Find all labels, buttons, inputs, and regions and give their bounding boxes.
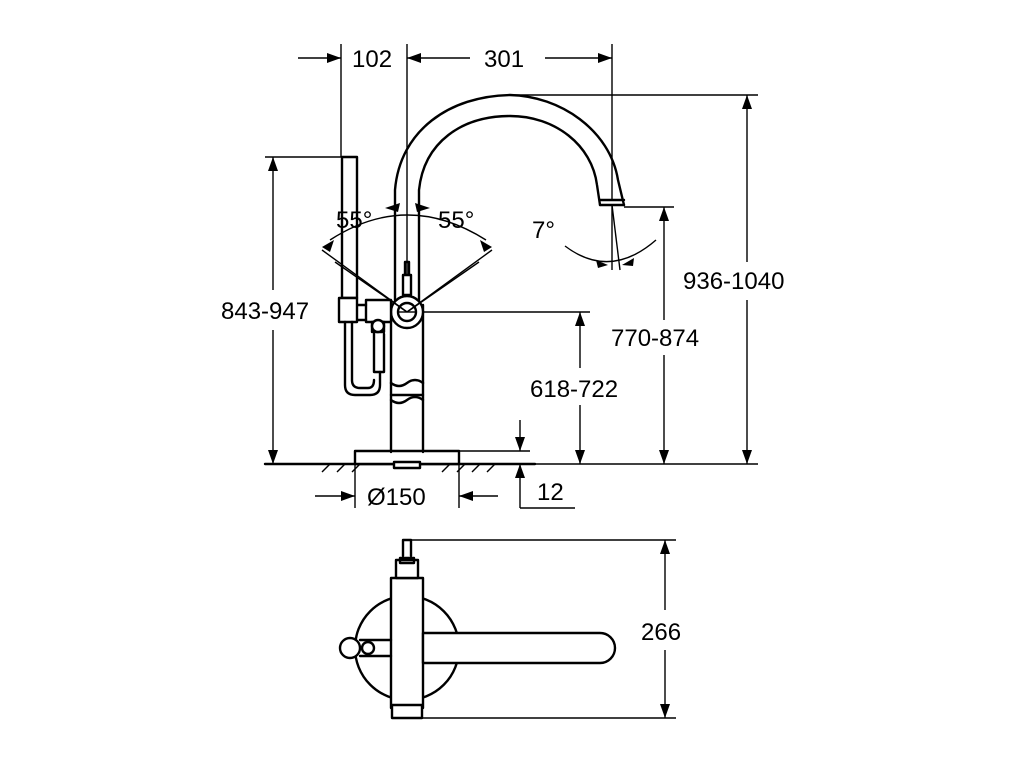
arrow-12-top xyxy=(515,437,525,451)
label-7: 7° xyxy=(532,217,555,244)
rotation-arrow-right-head xyxy=(480,240,492,252)
arrow-936-top xyxy=(742,95,752,109)
label-55-right: 55° xyxy=(438,207,474,234)
arrow-618-top xyxy=(575,312,585,326)
hose-connection xyxy=(351,298,393,374)
plan-knob xyxy=(338,636,362,660)
plan-holder xyxy=(358,638,393,658)
label-102: 102 xyxy=(352,46,392,73)
arrow-150-right xyxy=(459,491,473,501)
arrow-618-bottom xyxy=(575,450,585,464)
rotation-arrow-left-head xyxy=(322,240,334,252)
plan-top-nut xyxy=(398,556,416,565)
label-618-722: 618-722 xyxy=(530,376,618,403)
plan-bottom-cap xyxy=(390,703,424,720)
plan-knob-inner xyxy=(360,640,376,656)
label-150: Ø150 xyxy=(367,484,426,511)
label-770-874: 770-874 xyxy=(611,325,699,352)
side-elevation: 102 301 55° 55° 7° 843-947 936-1040 770-… xyxy=(221,44,784,511)
arrow-770-bottom xyxy=(659,450,669,464)
plan-top-cap xyxy=(394,558,420,580)
arrow-12-bottom xyxy=(515,464,525,478)
arrow-770-top xyxy=(659,207,669,221)
plan-dimension xyxy=(411,539,676,719)
label-266: 266 xyxy=(641,619,681,646)
label-936-1040: 936-1040 xyxy=(683,268,784,295)
arrow-266-bottom xyxy=(660,704,670,718)
rotation-center-arrow-left xyxy=(385,203,400,212)
label-12: 12 xyxy=(537,479,564,506)
plan-column xyxy=(389,576,425,710)
base-slot xyxy=(392,460,422,470)
label-301: 301 xyxy=(484,46,524,73)
arrow-843-bottom xyxy=(268,450,278,464)
top-dimension-lines xyxy=(298,44,613,275)
arrow-843-top xyxy=(268,157,278,171)
spout-tilt-lines xyxy=(564,204,657,271)
arrow-936-bottom xyxy=(742,450,752,464)
label-55-left: 55° xyxy=(336,207,372,234)
plan-pin xyxy=(401,538,413,558)
left-dimension xyxy=(265,156,357,464)
spout-height-dimension xyxy=(624,206,674,464)
label-843-947: 843-947 xyxy=(221,298,309,325)
arrow-266-top xyxy=(660,540,670,554)
floor-hatch xyxy=(321,463,496,473)
faucet-column xyxy=(389,303,425,454)
spout-arch xyxy=(393,93,626,307)
arrow-301-right xyxy=(598,53,612,63)
tilt-arrow-right xyxy=(622,258,634,266)
arrow-102-right xyxy=(407,53,421,63)
arrow-102-left xyxy=(327,53,341,63)
plan-spout xyxy=(421,631,617,665)
tilt-arrow-left xyxy=(596,260,608,268)
plan-view: 266 xyxy=(338,538,681,720)
right-dimension xyxy=(510,94,758,465)
rotation-center-arrow-right xyxy=(415,203,430,212)
arrow-150-left xyxy=(341,491,355,501)
